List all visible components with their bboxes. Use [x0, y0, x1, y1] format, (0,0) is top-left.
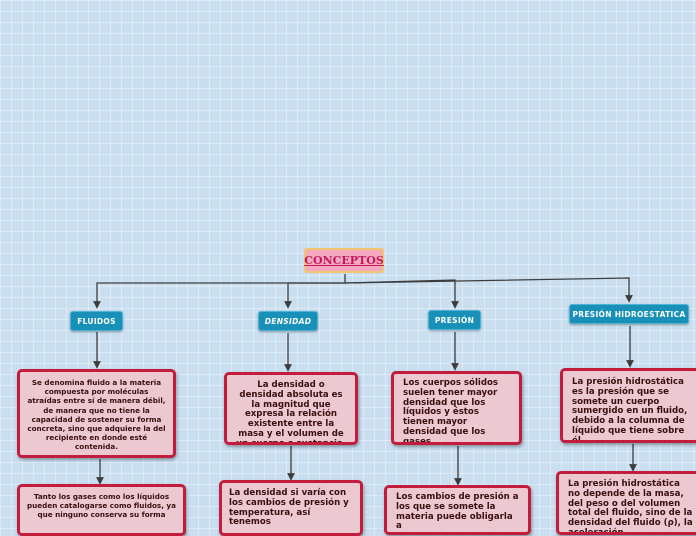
card-hidro-definicion[interactable]: La presión hidrostática es la presión qu…	[560, 368, 696, 443]
root-node-conceptos[interactable]: CONCEPTOS	[304, 248, 384, 273]
card-densidad-definicion[interactable]: La densidad o densidad absoluta es la ma…	[224, 372, 358, 445]
topic-densidad[interactable]: DENSIDAD	[258, 311, 318, 331]
link-root-fluidos	[93, 274, 346, 309]
topic-presion[interactable]: PRESIÓN	[428, 310, 481, 330]
card-presion-cambios[interactable]: Los cambios de presión a los que se some…	[384, 485, 531, 535]
connector-lines	[93, 274, 637, 486]
link-root-hidro	[344, 277, 633, 303]
mind-map-canvas: CONCEPTOS FLUIDOS DENSIDAD PRESIÓN PRESI…	[17, 248, 696, 536]
topic-presion-hidroestatica[interactable]: PRESIÓN HIDROESTATICA	[569, 304, 689, 324]
card-presion-cuerpos-solidos[interactable]: Los cuerpos sólidos suelen tener mayor d…	[391, 371, 522, 445]
link-root-densidad	[284, 282, 345, 309]
card-fluidos-definicion[interactable]: Se denomina fluido a la materia compuest…	[17, 369, 176, 458]
link-root-presion	[344, 279, 459, 309]
topic-fluidos[interactable]: FLUIDOS	[70, 311, 123, 331]
card-densidad-variacion[interactable]: La densidad si varía con los cambios de …	[219, 480, 363, 536]
card-hidro-dependencia[interactable]: La presión hidrostática no depende de la…	[556, 471, 696, 535]
card-fluidos-gases-liquidos[interactable]: Tanto los gases como los líquidos pueden…	[17, 484, 186, 536]
